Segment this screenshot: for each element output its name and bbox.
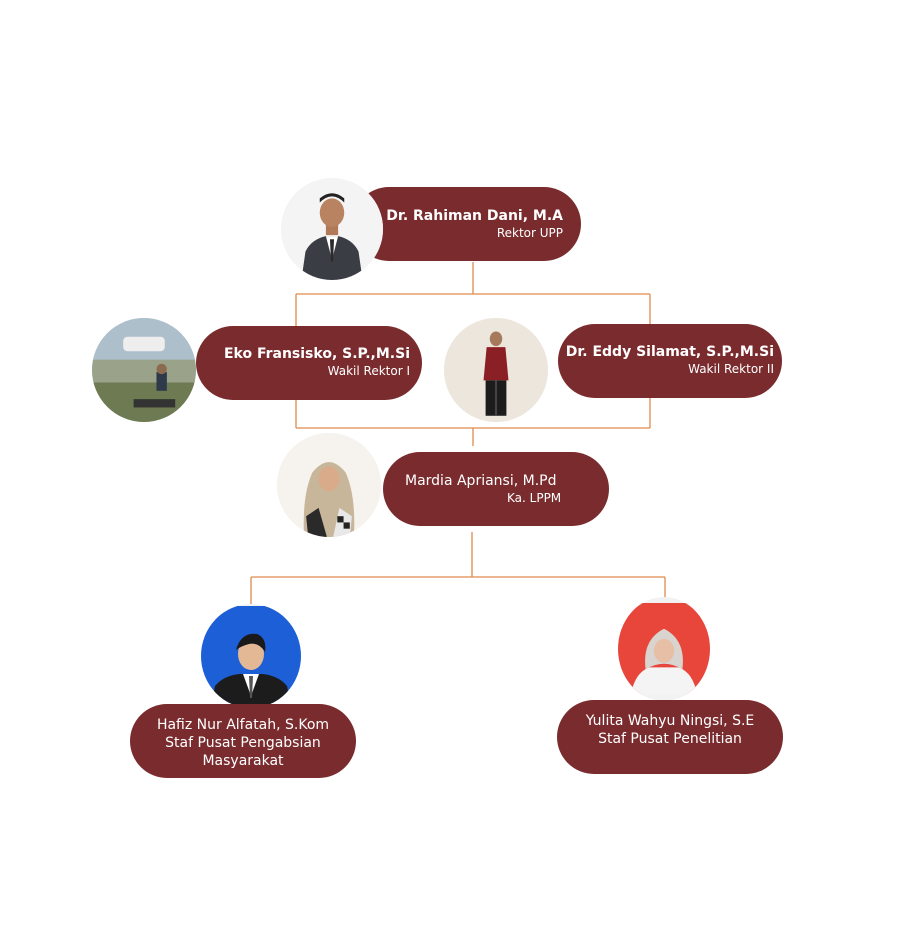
rektor-role: Rektor UPP	[496, 226, 563, 240]
staff-penelitian-photo	[618, 597, 710, 701]
wr2-card: Dr. Eddy Silamat, S.P.,M.Si Wakil Rektor…	[558, 324, 782, 398]
rektor-card: Dr. Rahiman Dani, M.A Rektor UPP	[352, 187, 581, 261]
wr1-role: Wakil Rektor I	[327, 364, 410, 378]
staff-pengabdian-role-line1: Staf Pusat Pengabsian	[165, 735, 321, 751]
wr2-name: Dr. Eddy Silamat, S.P.,M.Si	[565, 344, 774, 360]
staff-pengabdian-photo	[201, 604, 301, 708]
lppm-photo	[277, 433, 381, 537]
wr2-photo	[444, 318, 548, 422]
wr1-photo	[92, 318, 196, 422]
staff-penelitian-role: Staf Pusat Penelitian	[598, 731, 742, 747]
rektor-photo	[281, 178, 383, 280]
lppm-role: Ka. LPPM	[507, 491, 562, 505]
rektor-name: Dr. Rahiman Dani, M.A	[386, 208, 563, 224]
staff-pengabdian-role-line2: Masyarakat	[202, 753, 284, 769]
staff-penelitian-name: Yulita Wahyu Ningsi, S.E	[585, 713, 755, 729]
staff-penelitian-card: Yulita Wahyu Ningsi, S.E Staf Pusat Pene…	[557, 700, 783, 774]
wr1-name: Eko Fransisko, S.P.,M.Si	[223, 346, 410, 362]
wr2-role: Wakil Rektor II	[688, 362, 774, 376]
staff-pengabdian-name: Hafiz Nur Alfatah, S.Kom	[156, 717, 330, 733]
staff-pengabdian-card: Hafiz Nur Alfatah, S.Kom Staf Pusat Peng…	[130, 704, 356, 778]
wr1-card: Eko Fransisko, S.P.,M.Si Wakil Rektor I	[196, 326, 422, 400]
lppm-card: Mardia Apriansi, M.Pd Ka. LPPM	[383, 452, 609, 526]
lppm-name: Mardia Apriansi, M.Pd	[405, 473, 557, 489]
